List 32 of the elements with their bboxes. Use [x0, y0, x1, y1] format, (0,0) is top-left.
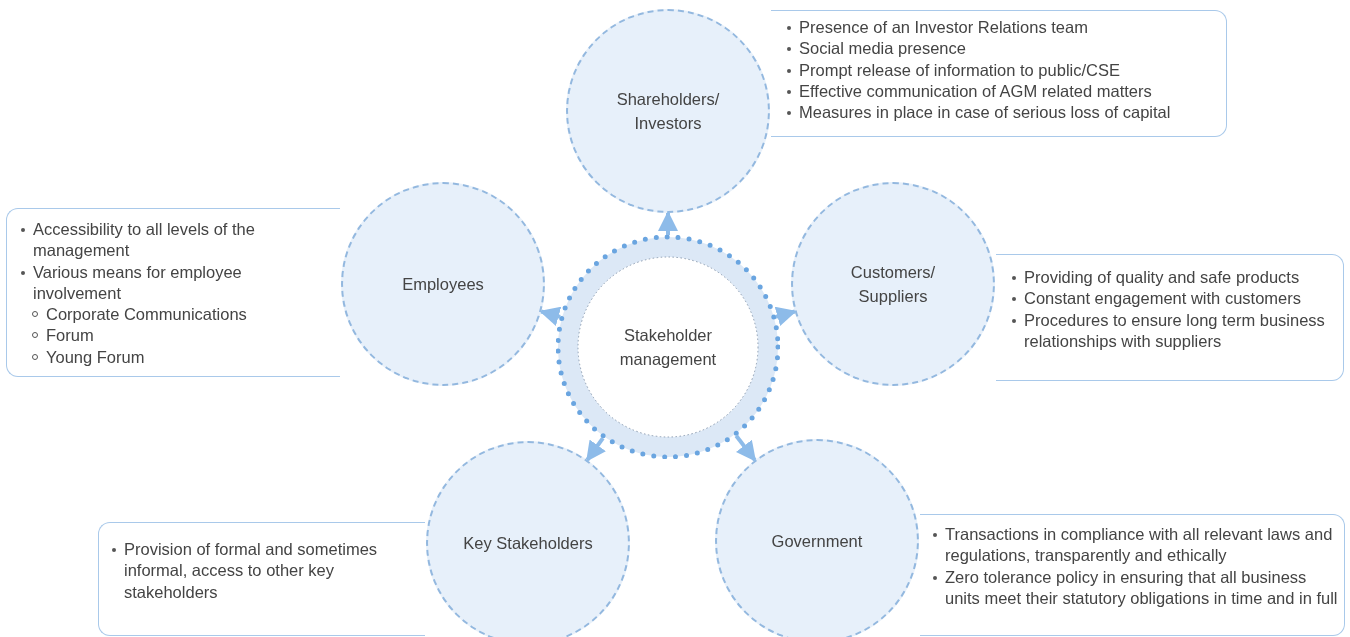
circle-label: Shareholders/ Investors [615, 89, 721, 134]
arrow [774, 306, 797, 326]
center-label: Stakeholder management [618, 325, 718, 370]
bullet-item: Prompt release of information to public/CSE [786, 59, 1226, 81]
bullet-item: Forum [20, 325, 320, 347]
info-card [996, 254, 1344, 381]
bullet-item: Constant engagement with customers [1011, 288, 1343, 310]
arrow [734, 434, 757, 462]
arrow [658, 211, 678, 235]
bullet-item: Procedures to ensure long term business relationships with suppliers [1011, 309, 1343, 353]
info-card [920, 514, 1345, 636]
bullet-item: Providing of quality and safe products [1011, 267, 1343, 289]
arrow [539, 306, 562, 326]
circle-label: Customers/ Suppliers [849, 262, 937, 307]
bullet-item: Various means for employee involvement [20, 261, 320, 305]
bullet-item: Corporate Communications [20, 304, 320, 326]
info-card [6, 208, 340, 377]
bullet-item: Provision of formal and sometimes informal, access to other key stakeholders [111, 539, 383, 603]
bullet-item: Effective communication of AGM related matters [786, 80, 1226, 103]
bullet-item: Measures in place in case of serious loss of capital [786, 102, 1226, 124]
bullet-item: Transactions in compliance with all relevant laws and regulations, transparently and ethically [932, 524, 1342, 567]
bullet-item: Young Forum [20, 346, 320, 369]
bullet-item: Zero tolerance policy in ensuring that all business units meet their statutory obligations in time and in full [932, 566, 1342, 610]
arrow [585, 437, 606, 462]
bullet-item: Accessibility to all levels of the management [20, 219, 320, 262]
circle-label: Key Stakeholders [463, 533, 593, 554]
info-card [771, 10, 1227, 137]
bullet-item: Presence of an Investor Relations team [786, 17, 1226, 39]
circle-label: Employees [402, 274, 484, 295]
bullet-item: Social media presence [786, 38, 1226, 60]
info-card [98, 522, 425, 636]
circle-label: Government [771, 531, 863, 552]
